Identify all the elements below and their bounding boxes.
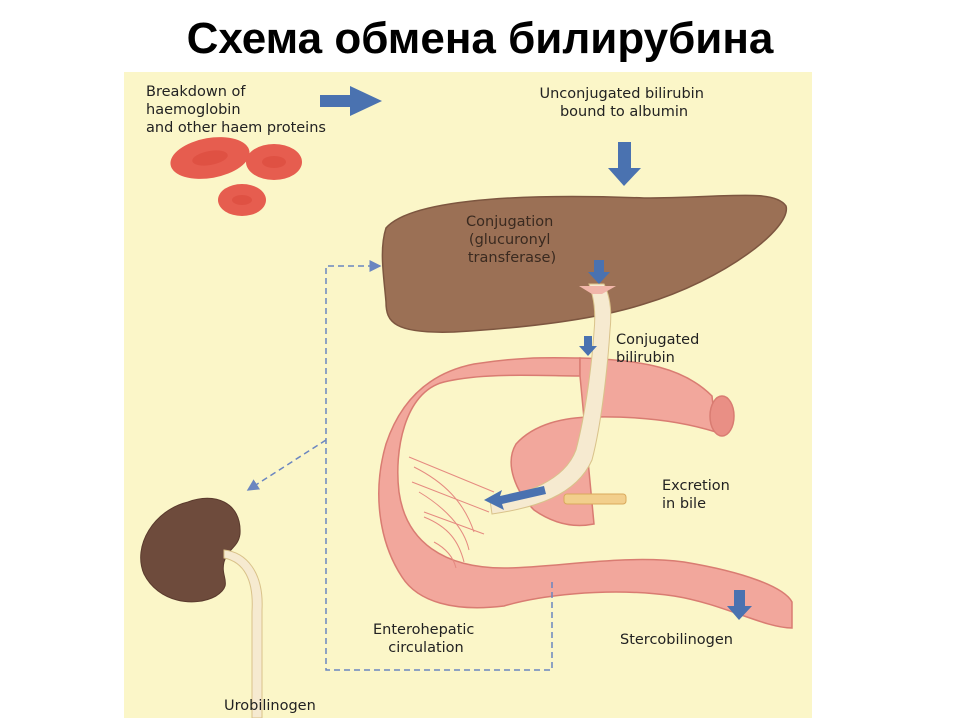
label-conjugation: Conjugation (glucuronyl transferase) bbox=[466, 214, 558, 266]
label-urobilinogen: Urobilinogen bbox=[224, 698, 316, 714]
slide-title: Схема обмена билирубина bbox=[0, 14, 960, 64]
label-stercobilinogen: Stercobilinogen bbox=[620, 632, 733, 648]
bilirubin-diagram: Breakdown of haemoglobin and other haem … bbox=[124, 72, 812, 718]
